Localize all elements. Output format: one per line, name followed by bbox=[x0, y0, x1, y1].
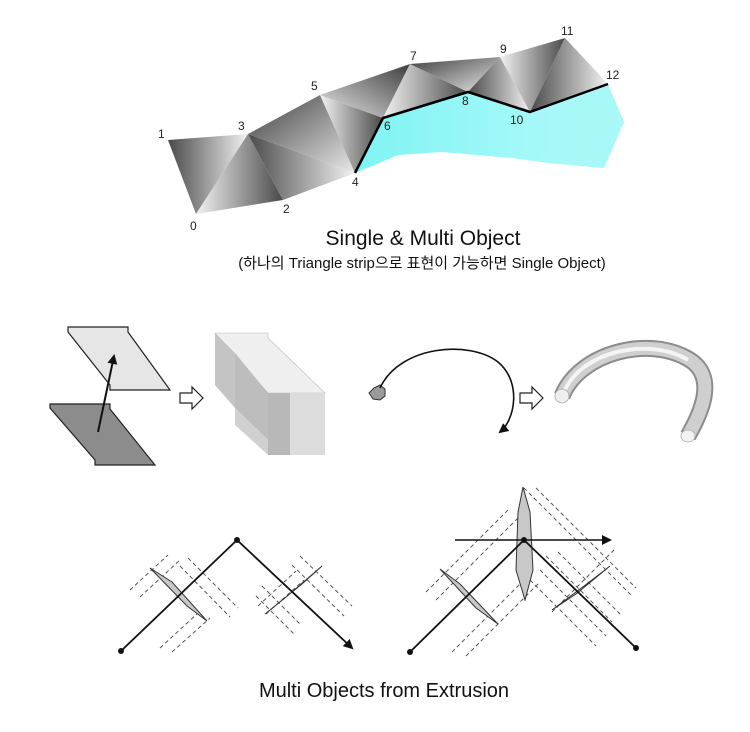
cross-section-left bbox=[149, 567, 208, 622]
vertex-label-5: 5 bbox=[311, 79, 318, 93]
section-title-single-multi: Single & Multi Object bbox=[326, 227, 521, 250]
vertex-label-2: 2 bbox=[283, 202, 290, 216]
strip-triangle bbox=[248, 95, 355, 173]
profile-circle bbox=[368, 384, 386, 401]
strip-triangle bbox=[168, 134, 248, 214]
top-plate bbox=[67, 326, 172, 391]
section-title-extrusion: Multi Objects from Extrusion bbox=[259, 680, 509, 702]
extruded-block bbox=[214, 332, 326, 455]
hollow-arrow-icon bbox=[179, 385, 204, 411]
vertex-label-8: 8 bbox=[462, 94, 469, 108]
strip-triangle bbox=[248, 134, 355, 200]
hollow-arrow-icon bbox=[519, 385, 544, 411]
plates-extrusion-figure bbox=[49, 326, 172, 466]
vertex-label-12: 12 bbox=[606, 68, 620, 82]
strip-triangle bbox=[468, 57, 530, 112]
strip-triangle bbox=[410, 57, 500, 92]
vertex-label-11: 11 bbox=[561, 24, 574, 38]
vertex-label-10: 10 bbox=[510, 113, 524, 127]
cross-section-right bbox=[264, 565, 323, 615]
extrusion-v-path-right bbox=[407, 486, 639, 657]
extrusion-v-path-left bbox=[118, 537, 354, 654]
section-subtitle: (하나의 Triangle strip으로 표현이 가능하면 Single Ob… bbox=[238, 255, 606, 272]
vertex-label-0: 0 bbox=[190, 219, 197, 233]
strip-triangle bbox=[320, 64, 410, 118]
strip-triangle bbox=[196, 134, 283, 214]
cross-section-middle bbox=[515, 486, 534, 602]
vertex-label-3: 3 bbox=[238, 119, 245, 133]
strip-triangle bbox=[530, 38, 608, 112]
sweep-path-arrow bbox=[379, 348, 515, 434]
triangle-strip-figure: 0 1 2 3 4 5 6 7 8 9 10 11 12 bbox=[158, 24, 624, 233]
vertex-label-7: 7 bbox=[410, 49, 417, 63]
strip-triangle bbox=[383, 64, 468, 118]
vertex-label-4: 4 bbox=[352, 175, 359, 189]
bottom-plate bbox=[49, 403, 157, 466]
strip-boundary-line bbox=[353, 82, 609, 174]
sweep-path-figure bbox=[368, 348, 515, 434]
vertex-label-1: 1 bbox=[158, 127, 165, 141]
swept-tube bbox=[554, 339, 714, 443]
strip-triangle bbox=[320, 95, 383, 173]
vertex-label-9: 9 bbox=[500, 42, 507, 56]
cross-section-left bbox=[439, 568, 499, 625]
vertex-label-6: 6 bbox=[384, 119, 391, 133]
strip-triangle bbox=[500, 38, 565, 112]
extrusion-arrow bbox=[97, 354, 118, 433]
cross-section-right bbox=[551, 565, 611, 611]
cyan-region-light bbox=[530, 84, 624, 168]
